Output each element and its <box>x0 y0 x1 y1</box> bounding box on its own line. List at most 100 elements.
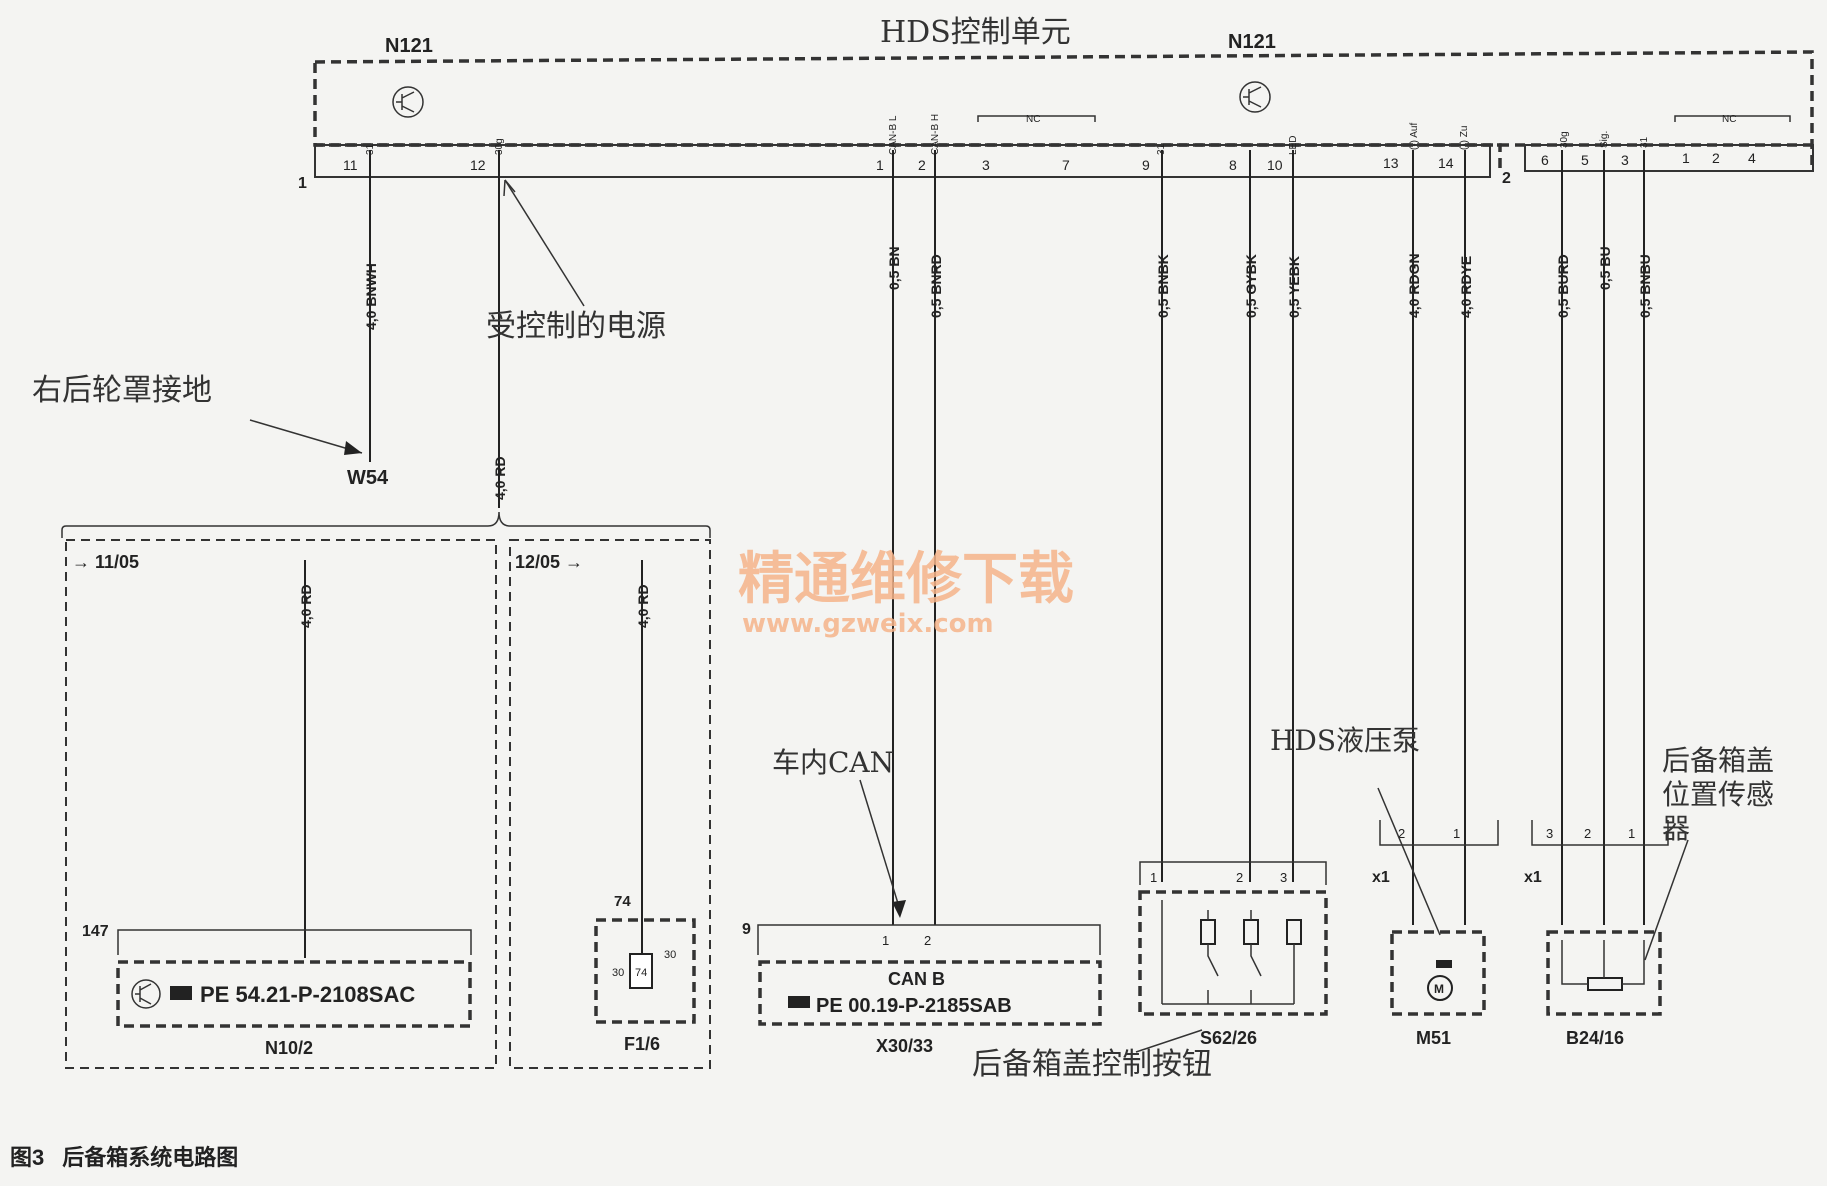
m51-name: M51 <box>1416 1028 1451 1048</box>
x30-pin: 9 <box>742 921 751 938</box>
svg-text:LED: LED <box>1288 136 1299 155</box>
ref-right: 12/05 → <box>515 552 583 572</box>
svg-text:2: 2 <box>1236 870 1243 885</box>
svg-text:31: 31 <box>1639 136 1650 148</box>
svg-text:0,5 BNRD: 0,5 BNRD <box>928 254 944 318</box>
svg-text:3: 3 <box>1621 152 1629 168</box>
svg-text:11: 11 <box>343 157 358 173</box>
svg-text:0,5 BNBK: 0,5 BNBK <box>1155 254 1171 318</box>
wire-bundle <box>369 150 1645 925</box>
svg-text:0,5 GYBK: 0,5 GYBK <box>1243 254 1259 318</box>
fuse-icon <box>629 953 653 989</box>
switch-icon <box>1161 900 1302 1005</box>
svg-text:0,5 BURD: 0,5 BURD <box>1555 254 1571 318</box>
svg-text:3: 3 <box>982 157 990 173</box>
ground-point-label: W54 <box>347 467 389 489</box>
unit-label-right: N121 <box>1228 31 1276 53</box>
svg-text:14: 14 <box>1438 155 1454 171</box>
svg-text:3: 3 <box>1546 826 1553 841</box>
svg-text:CAN-B H: CAN-B H <box>930 114 941 155</box>
ground-annotation: 右后轮罩接地 <box>32 373 212 408</box>
svg-text:4,0 BNWH: 4,0 BNWH <box>363 263 379 330</box>
s62-component-box <box>1138 890 1328 1016</box>
svg-text:1: 1 <box>882 933 889 948</box>
svg-text:4,0 RD: 4,0 RD <box>492 456 508 500</box>
b24-name: B24/16 <box>1566 1028 1624 1048</box>
svg-text:7: 7 <box>1062 157 1070 173</box>
ecu-symbol-icon <box>131 979 161 1009</box>
pin-numbers: 11 12 1 2 3 7 9 8 10 13 14 6 5 3 1 2 4 <box>343 150 1756 173</box>
svg-text:NC: NC <box>1722 114 1736 125</box>
x30-name: X30/33 <box>876 1036 933 1056</box>
svg-text:4: 4 <box>1748 150 1756 166</box>
svg-text:1: 1 <box>1150 870 1157 885</box>
control-unit-title: HDS控制单元 <box>880 15 1071 50</box>
sensor-annotation: 后备箱盖 <box>1662 744 1774 777</box>
power-arrow <box>504 179 585 307</box>
button-annotation: 后备箱盖控制按钮 <box>972 1047 1212 1082</box>
b24-component-box <box>1546 930 1662 1016</box>
reference-doc-icon <box>170 986 192 1000</box>
power-annotation: 受控制的电源 <box>486 309 666 344</box>
can-annotation: 车内CAN <box>772 746 894 779</box>
svg-text:30: 30 <box>612 967 624 979</box>
connector-strip-left <box>314 144 1491 178</box>
svg-text:10: 10 <box>1267 157 1283 173</box>
pump-annotation: HDS液压泵 <box>1270 724 1420 757</box>
svg-text:4,0 RDYE: 4,0 RDYE <box>1458 256 1474 318</box>
svg-text:1: 1 <box>1682 150 1690 166</box>
x30-ref: PE 00.19-P-2185SAB <box>816 995 1012 1017</box>
ecu-symbol-icon <box>392 86 424 118</box>
control-unit-box <box>313 50 1814 168</box>
motor-icon: M <box>1427 960 1453 1001</box>
potentiometer-icon <box>1561 940 1645 991</box>
svg-text:2: 2 <box>918 157 926 173</box>
svg-text:Sig.: Sig. <box>1599 131 1610 148</box>
f16-name: F1/6 <box>624 1034 660 1054</box>
x30-bus: CAN B <box>888 969 945 989</box>
svg-text:0,5 BNBU: 0,5 BNBU <box>1637 254 1653 318</box>
watermark-text: 精通维修下载 <box>738 547 1074 612</box>
svg-text:3: 3 <box>1280 870 1287 885</box>
nc-marker: NC <box>977 114 1096 125</box>
wire-labels: 4,0 BNWH 4,0 RD 0,5 BN 0,5 BNRD 0,5 BNBK… <box>298 246 1653 628</box>
svg-text:M: M <box>1434 982 1444 996</box>
ground-arrow-icon <box>344 441 362 455</box>
svg-text:12: 12 <box>470 157 486 173</box>
ecu-symbol-icon <box>1239 81 1271 113</box>
n10-component-box <box>116 960 472 1028</box>
svg-text:2: 2 <box>1398 826 1405 841</box>
b24-connector: x1 <box>1524 869 1542 886</box>
block-number: 2 <box>1502 170 1511 187</box>
branch-box-left <box>65 539 497 1069</box>
n10-name: N10/2 <box>265 1038 313 1058</box>
f16-component-box <box>594 918 696 1024</box>
unit-label-left: N121 <box>385 35 433 57</box>
svg-text:2: 2 <box>924 933 931 948</box>
svg-text:1: 1 <box>1628 826 1635 841</box>
m51-connector: x1 <box>1372 869 1390 886</box>
svg-text:9: 9 <box>1142 157 1150 173</box>
svg-text:0,5 BN: 0,5 BN <box>886 246 902 290</box>
sensor-annotation: 器 <box>1662 812 1690 845</box>
svg-text:30g: 30g <box>1559 131 1570 148</box>
svg-text:31: 31 <box>365 143 376 155</box>
can-arrow-icon <box>892 900 906 918</box>
svg-text:(-) Zu: (-) Zu <box>1459 126 1470 150</box>
sensor-annotation: 位置传感 <box>1662 778 1774 811</box>
svg-text:NC: NC <box>1026 114 1040 125</box>
n10-ref: PE 54.21-P-2108SAC <box>200 982 415 1007</box>
m51-component-box <box>1390 930 1486 1016</box>
svg-text:31: 31 <box>1156 143 1167 155</box>
block-number: 1 <box>298 175 307 192</box>
branch-box-right <box>509 539 711 1069</box>
n10-pin: 147 <box>82 923 109 940</box>
svg-text:CAN-B L: CAN-B L <box>888 115 899 155</box>
svg-text:1: 1 <box>876 157 884 173</box>
x30-component-box <box>758 960 1102 1026</box>
terminal-names: 31 30g CAN-B L CAN-B H 31 LED (-) Auf (-… <box>365 114 1650 155</box>
nc-marker: NC <box>1674 114 1791 125</box>
svg-text:2: 2 <box>1712 150 1720 166</box>
